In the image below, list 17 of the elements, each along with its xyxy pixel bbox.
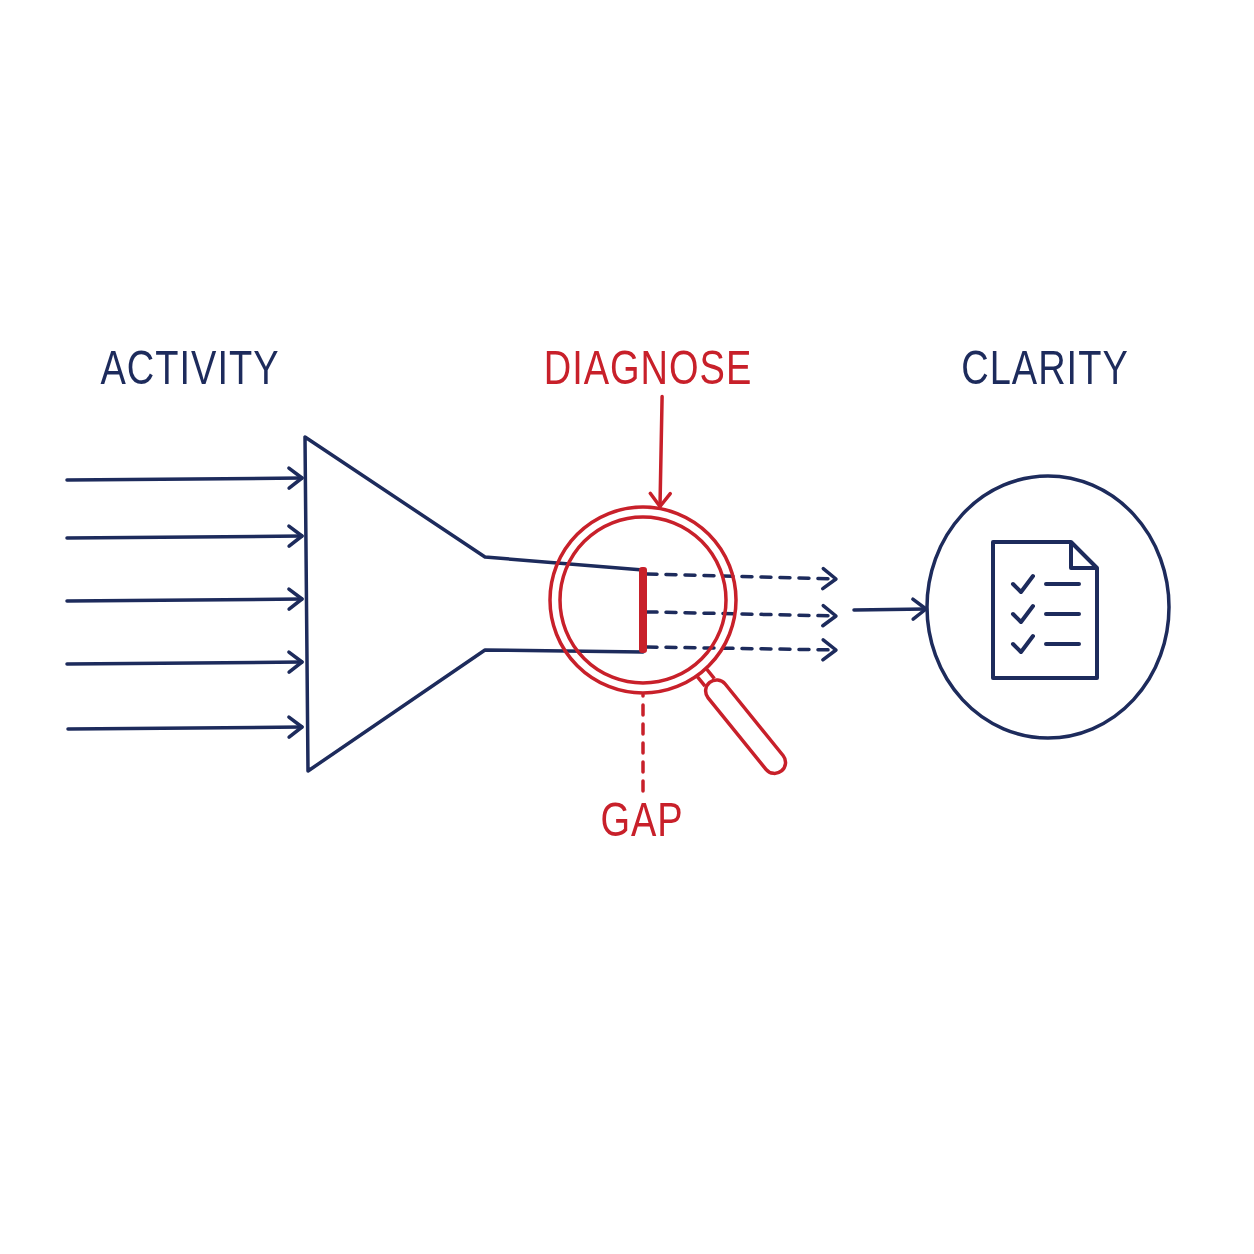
leader-line [641,693,645,793]
arrow [65,524,304,548]
circle-outline [925,474,1171,740]
arrow [65,466,304,490]
callout-label: DIAGNOSE [543,344,753,392]
arrow [65,650,304,674]
arrow [66,715,304,739]
callout-label: GAP [600,796,684,844]
section-heading: ACTIVITY [100,344,280,392]
arrow [65,587,304,611]
arrow [648,394,672,509]
gap-marker [639,567,647,653]
dashed-arrow [645,603,838,628]
dashed-arrow [645,638,838,662]
arrow [852,597,928,621]
section-heading: CLARITY [961,344,1129,392]
dashed-arrow [645,566,838,591]
